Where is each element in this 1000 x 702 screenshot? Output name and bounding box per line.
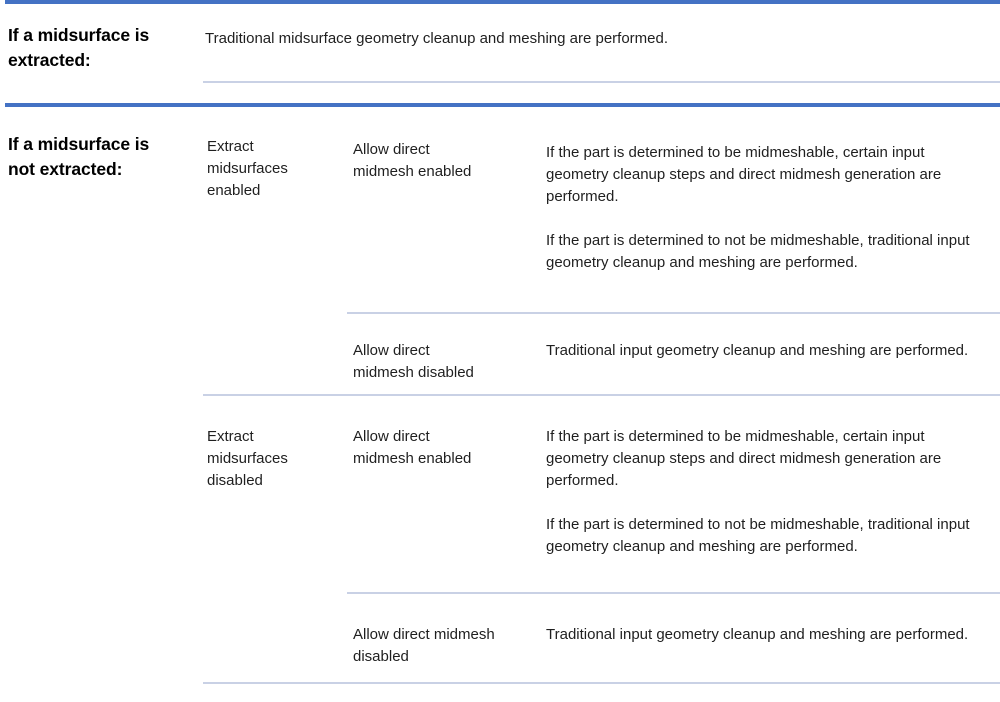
result-extracted-text: Traditional midsurface geometry cleanup … [205,30,669,47]
option-allow-direct-midmesh-enabled: Allow direct midmesh enabled [353,428,472,467]
option-extract-midsurfaces-disabled: Extract midsurfaces disabled [207,428,288,489]
table-bottom-border [203,682,1000,684]
result-paragraph: Traditional input geometry cleanup and m… [546,626,969,643]
row-divider [203,81,1000,83]
option-allow-direct-midmesh-disabled: Allow direct midmesh disabled [353,626,495,665]
row-divider [347,592,1000,594]
section-divider [5,103,1000,107]
condition-not-extracted-heading: If a midsurface is not extracted: [8,134,150,179]
option-allow-direct-midmesh-enabled: Allow direct midmesh enabled [353,141,472,180]
result-paragraph: If the part is determined to be midmesha… [546,428,942,489]
option-extract-midsurfaces-enabled: Extract midsurfaces enabled [207,138,288,199]
condition-extracted-heading: If a midsurface is extracted: [8,25,150,70]
result-paragraph: If the part is determined to not be midm… [546,232,970,271]
row-divider [347,312,1000,314]
result-paragraph: If the part is determined to be midmesha… [546,144,942,205]
option-allow-direct-midmesh-disabled: Allow direct midmesh disabled [353,342,474,381]
row-divider [203,394,1000,396]
table-top-border [5,0,1000,4]
result-paragraph: If the part is determined to not be midm… [546,516,970,555]
result-paragraph: Traditional input geometry cleanup and m… [546,342,969,359]
